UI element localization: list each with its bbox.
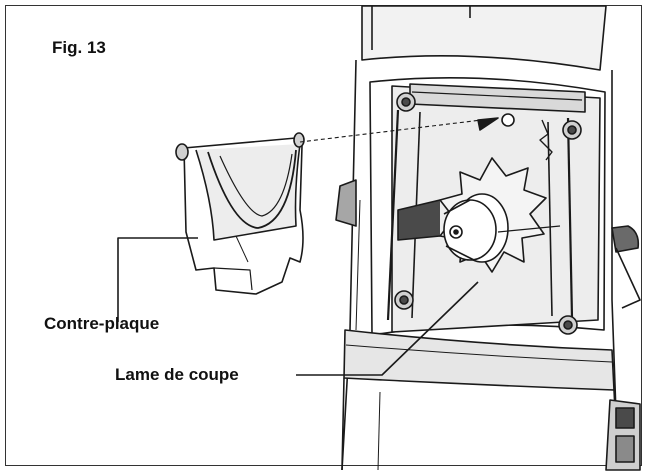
- leader-counter-plate: [117, 237, 198, 322]
- alignment-line: [299, 117, 499, 143]
- cutting-blade-hub: [397, 157, 561, 273]
- counter-plate: [175, 132, 305, 295]
- figure-title: Fig. 13: [52, 38, 106, 57]
- label-cutting-blade: Lame de coupe: [115, 365, 239, 384]
- label-counter-plate: Contre-plaque: [44, 314, 160, 333]
- alignment-arrow: [477, 117, 499, 131]
- leader-cutting-blade: [296, 281, 479, 376]
